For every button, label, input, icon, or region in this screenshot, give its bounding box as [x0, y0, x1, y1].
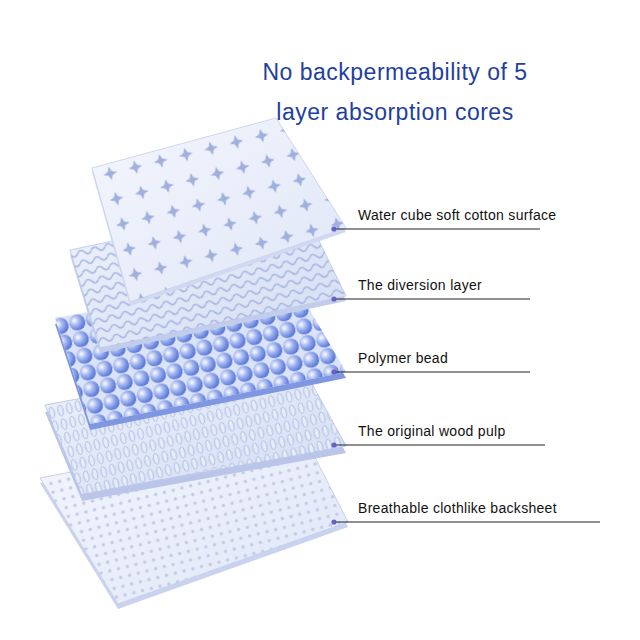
layer-label: Breathable clothlike backsheet	[358, 499, 557, 517]
leader-line	[334, 521, 600, 522]
layer-label: Water cube soft cotton surface	[358, 206, 556, 224]
leader-dot	[331, 369, 336, 374]
top-surface-layer	[92, 118, 346, 306]
leader-line	[334, 444, 545, 445]
leader-dots	[331, 226, 336, 524]
leader-line	[334, 298, 530, 299]
title: No backpermeability of 5 layer absorptio…	[235, 52, 555, 132]
leader-line	[334, 228, 540, 229]
leader-dot	[331, 296, 336, 301]
leader-line	[334, 371, 530, 372]
layer-label: Polymer bead	[358, 349, 448, 367]
leader-lines	[334, 229, 600, 522]
layer-label: The diversion layer	[358, 276, 482, 294]
leader-dot	[331, 226, 336, 231]
leader-dot	[331, 519, 336, 524]
leader-dot	[331, 442, 336, 447]
layer-label: The original wood pulp	[358, 422, 505, 440]
